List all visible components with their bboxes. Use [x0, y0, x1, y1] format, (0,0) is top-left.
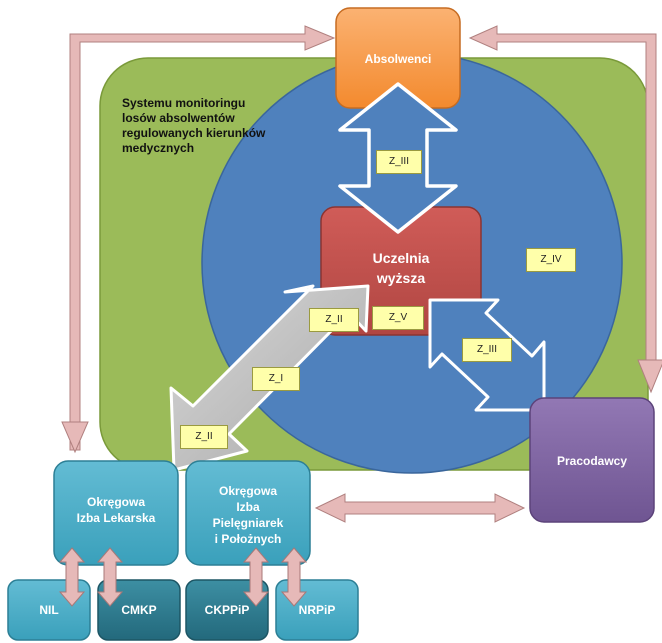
arrow-oipip-ckppip [242, 547, 270, 607]
loop-arrow-top-left [69, 25, 336, 451]
pink-arrows [61, 25, 662, 523]
nil-label: NIL [39, 603, 59, 617]
z-iv-label: Z_IV [526, 248, 576, 272]
small-vertical-arrows [58, 547, 308, 607]
pracodawcy-label: Pracodawcy [556, 454, 628, 468]
z-i-label: Z_I [252, 367, 300, 391]
arrow-oil-nil [58, 547, 86, 607]
arrow-oipip-nrpip [280, 547, 308, 607]
ckppip-label: CKPPiP [204, 603, 250, 617]
z-ii-upper-label: Z_II [309, 308, 359, 332]
z-ii-lower-label: Z_II [180, 425, 228, 449]
loop-arrow-right-head [637, 359, 662, 394]
oipip-label: Okręgowa Izba Pielęgniarek i Położnych [212, 484, 284, 546]
z-iii-top-label: Z_III [376, 150, 422, 174]
absolwenci-label: Absolwenci [364, 52, 432, 66]
nrpip-label: NRPiP [298, 603, 336, 617]
system-title: Systemu monitoringu losów absolwentów re… [122, 96, 266, 155]
z-iii-right-label: Z_III [462, 338, 512, 362]
oipip-box [185, 460, 311, 566]
oil-label: Okręgowa Izba Lekarska [76, 495, 156, 525]
uczelnia-label: Uczelnia wyższa [372, 250, 430, 286]
pracodawcy-box [529, 397, 655, 523]
z-v-label: Z_V [372, 306, 424, 330]
loop-arrow-left-head [61, 421, 89, 454]
cmkp-label: CMKP [121, 603, 157, 617]
bottom-double-arrow [314, 493, 526, 523]
arrow-oil-cmkp [96, 547, 124, 607]
